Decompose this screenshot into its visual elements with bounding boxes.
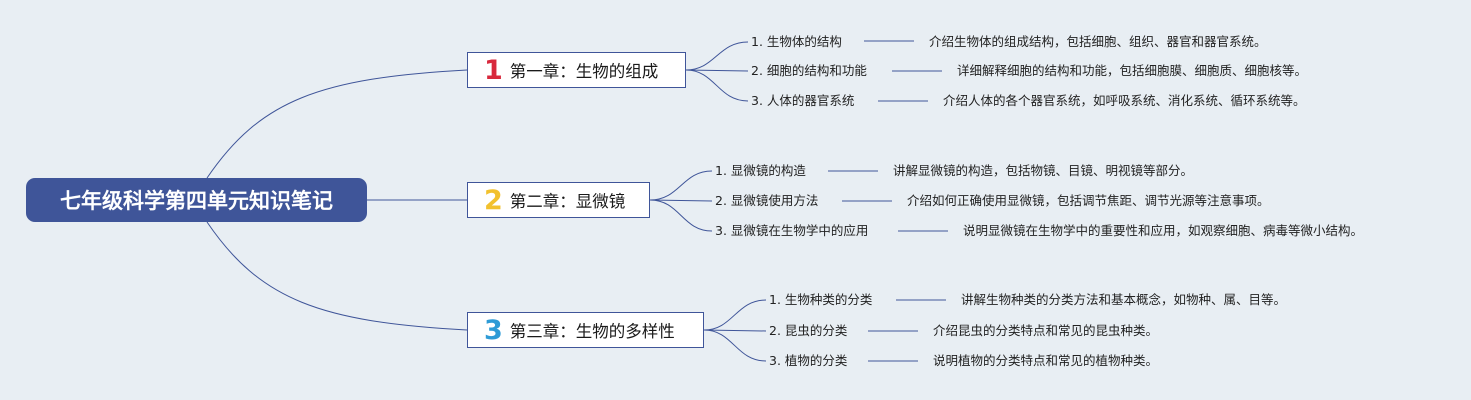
- chapter-title-2: 第二章：显微镜: [509, 192, 626, 211]
- chapter-node-1[interactable]: 1 第一章：生物的组成: [467, 52, 686, 88]
- connector-ch2-t2: [649, 199, 713, 202]
- topic-node[interactable]: 3. 显微镜在生物学中的应用: [715, 222, 868, 240]
- connector-ch3-t2: [703, 329, 767, 332]
- topic-label: 3. 植物的分类: [769, 353, 848, 368]
- topic-node[interactable]: 3. 人体的器官系统: [751, 92, 854, 110]
- topic-label: 1. 显微镜的构造: [715, 163, 806, 178]
- topic-node[interactable]: 2. 昆虫的分类: [769, 322, 847, 340]
- description-text: 讲解生物种类的分类方法和基本概念，如物种、属、目等。: [961, 292, 1287, 307]
- chapter-node-2[interactable]: 2 第二章：显微镜: [467, 182, 650, 218]
- topic-label: 2. 细胞的结构和功能: [751, 63, 867, 78]
- description-text: 介绍如何正确使用显微镜，包括调节焦距、调节光源等注意事项。: [907, 193, 1270, 208]
- topic-description: 介绍如何正确使用显微镜，包括调节焦距、调节光源等注意事项。: [907, 192, 1270, 210]
- topic-label: 3. 人体的器官系统: [751, 93, 855, 108]
- topic-description: 讲解生物种类的分类方法和基本概念，如物种、属、目等。: [961, 291, 1286, 309]
- chapter-number-3: 3: [484, 314, 503, 346]
- topic-node[interactable]: 1. 生物体的结构: [751, 33, 842, 51]
- topic-description: 介绍人体的各个器官系统，如呼吸系统、消化系统、循环系统等。: [943, 92, 1306, 110]
- chapter-node-3[interactable]: 3 第三章：生物的多样性: [467, 312, 704, 348]
- topic-label: 1. 生物种类的分类: [769, 292, 873, 307]
- chapter-number-2: 2: [484, 184, 503, 216]
- root-node[interactable]: 七年级科学第四单元知识笔记: [26, 178, 367, 222]
- topic-node[interactable]: 1. 生物种类的分类: [769, 291, 872, 309]
- topic-node[interactable]: 2. 细胞的结构和功能: [751, 62, 867, 80]
- chapter-title-1: 第一章：生物的组成: [509, 62, 659, 81]
- topic-description: 介绍生物体的组成结构，包括细胞、组织、器官和器官系统。: [929, 33, 1267, 51]
- description-text: 讲解显微镜的构造，包括物镜、目镜、明视镜等部分。: [893, 163, 1194, 178]
- root-title: 七年级科学第四单元知识笔记: [60, 189, 333, 213]
- topic-description: 讲解显微镜的构造，包括物镜、目镜、明视镜等部分。: [893, 162, 1193, 180]
- topic-label: 2. 显微镜使用方法: [715, 193, 819, 208]
- topic-label: 1. 生物体的结构: [751, 34, 842, 49]
- topic-description: 介绍昆虫的分类特点和常见的昆虫种类。: [933, 322, 1158, 340]
- topic-description: 说明植物的分类特点和常见的植物种类。: [933, 352, 1158, 370]
- description-text: 介绍生物体的组成结构，包括细胞、组织、器官和器官系统。: [929, 34, 1267, 49]
- topic-description: 详细解释细胞的结构和功能，包括细胞膜、细胞质、细胞核等。: [957, 62, 1307, 80]
- chapter-number-1: 1: [484, 54, 503, 86]
- connector-ch3-t3: [703, 329, 767, 362]
- description-text: 说明植物的分类特点和常见的植物种类。: [933, 353, 1159, 368]
- topic-description: 说明显微镜在生物学中的重要性和应用，如观察细胞、病毒等微小结构。: [963, 222, 1363, 240]
- connector-ch2-t3: [649, 199, 713, 232]
- description-text: 介绍昆虫的分类特点和常见的昆虫种类。: [933, 323, 1159, 338]
- connector-ch2-t1: [649, 170, 713, 201]
- topic-node[interactable]: 3. 植物的分类: [769, 352, 847, 370]
- topic-label: 2. 昆虫的分类: [769, 323, 848, 338]
- description-text: 详细解释细胞的结构和功能，包括细胞膜、细胞质、细胞核等。: [957, 63, 1308, 78]
- description-text: 介绍人体的各个器官系统，如呼吸系统、消化系统、循环系统等。: [943, 93, 1306, 108]
- connector-root-ch1: [206, 69, 468, 179]
- connector-ch1-t2: [685, 69, 749, 72]
- topic-label: 3. 显微镜在生物学中的应用: [715, 223, 869, 238]
- connector-ch3-t1: [703, 299, 767, 331]
- description-text: 说明显微镜在生物学中的重要性和应用，如观察细胞、病毒等微小结构。: [963, 223, 1364, 238]
- connector-ch1-t1: [685, 41, 749, 71]
- connector-ch1-t3: [685, 69, 749, 102]
- topic-node[interactable]: 1. 显微镜的构造: [715, 162, 806, 180]
- connector-root-ch3: [206, 221, 468, 331]
- topic-node[interactable]: 2. 显微镜使用方法: [715, 192, 818, 210]
- chapter-title-3: 第三章：生物的多样性: [509, 322, 675, 341]
